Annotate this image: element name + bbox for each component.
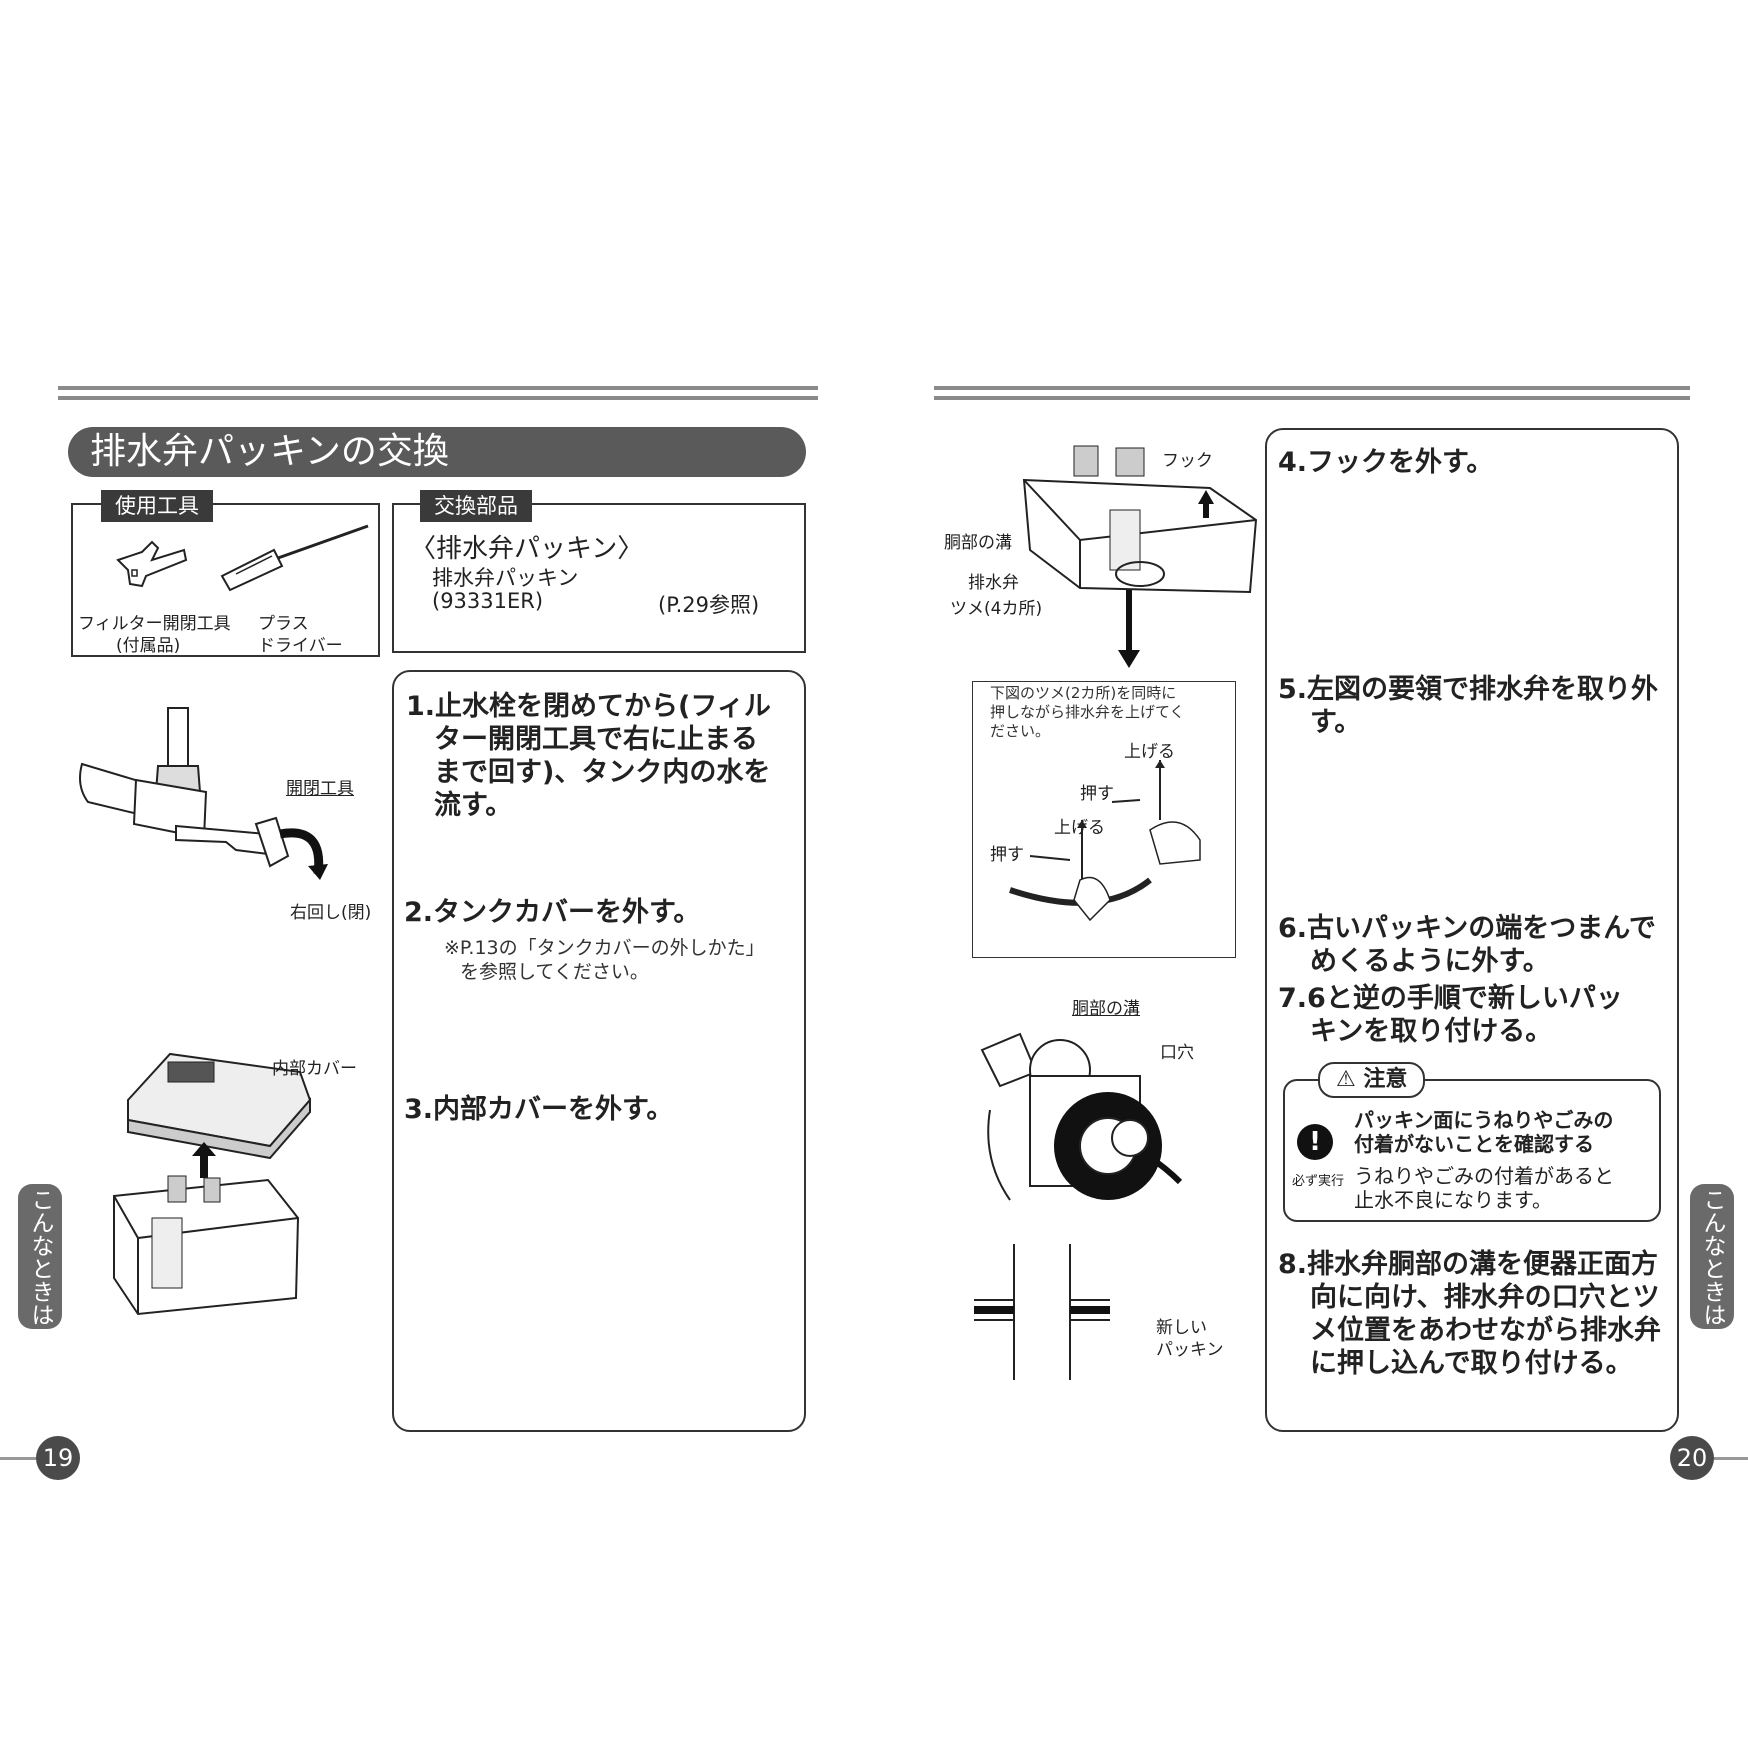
page-line-left bbox=[0, 1457, 40, 1460]
step-2-note: ※P.13の「タンクカバーの外しかた」 を参照してください。 bbox=[444, 937, 765, 983]
top-rule-left bbox=[58, 386, 818, 390]
down-arrow-icon bbox=[1118, 590, 1140, 668]
parts-ref: (P.29参照) bbox=[658, 593, 760, 617]
page-number-left: 19 bbox=[36, 1436, 80, 1480]
mandatory-label: 必ず実行 bbox=[1292, 1174, 1345, 1189]
step-1: 1.止水栓を閉めてから(フィル ター開閉工具で右に止まる まで回す)、タンク内の… bbox=[406, 691, 771, 821]
tank-illustration-left bbox=[113, 1175, 300, 1316]
step-2: 2.タンクカバーを外す。 bbox=[404, 897, 701, 928]
packing-removal-illustration bbox=[980, 1032, 1183, 1201]
warning-triangle-icon: ⚠ bbox=[1336, 1067, 1356, 1092]
label-hook: フック bbox=[1162, 451, 1213, 471]
step-5: 5.左図の要領で排水弁を取り外 す。 bbox=[1278, 674, 1659, 738]
tool1-label-2: (付属品) bbox=[116, 636, 181, 656]
section-title: 排水弁パッキンの交換 bbox=[68, 427, 806, 477]
tool2-label-2: ドライバー bbox=[258, 636, 343, 656]
filter-tool-icon bbox=[116, 540, 188, 588]
steps-box-left bbox=[392, 670, 806, 1432]
screwdriver-icon bbox=[220, 524, 369, 592]
caution-box bbox=[1283, 1079, 1661, 1222]
label-tool: 開閉工具 bbox=[286, 779, 354, 799]
claw-push-illustration bbox=[1009, 760, 1201, 922]
label-mouth: 口穴 bbox=[1160, 1043, 1194, 1063]
parts-tag: 交換部品 bbox=[420, 490, 532, 522]
caution-header: ⚠ 注意 bbox=[1318, 1062, 1426, 1098]
mandatory-icon: ! bbox=[1297, 1124, 1333, 1160]
tools-tag: 使用工具 bbox=[101, 490, 213, 522]
label-groove-2: 胴部の溝 bbox=[1072, 999, 1140, 1019]
page-line-right bbox=[1710, 1457, 1748, 1460]
label-push-1: 押す bbox=[1080, 784, 1114, 804]
top-rule-right bbox=[934, 386, 1690, 390]
caution-bold: パッキン面にうねりやごみの 付着がないことを確認する bbox=[1354, 1108, 1614, 1156]
up-arrow-icon bbox=[192, 1142, 216, 1178]
caution-text: うねりやごみの付着があると 止水不良になります。 bbox=[1354, 1164, 1614, 1212]
parts-code: (93331ER) bbox=[432, 589, 544, 613]
parts-heading: 〈排水弁パッキン〉 bbox=[410, 534, 644, 564]
inner-cover-illustration bbox=[127, 1052, 312, 1160]
label-turn: 右回し(閉) bbox=[290, 903, 372, 923]
tool2-label-1: プラス bbox=[258, 614, 309, 634]
label-lift-2: 上げる bbox=[1054, 818, 1105, 838]
inset-box bbox=[972, 681, 1236, 958]
tools-box bbox=[71, 503, 380, 657]
parts-box bbox=[392, 503, 806, 653]
inset-text: 下図のツメ(2カ所)を同時に 押しながら排水弁を上げてく ださい。 bbox=[990, 684, 1185, 740]
label-new-packing-2: パッキン bbox=[1156, 1340, 1224, 1360]
label-lift-1: 上げる bbox=[1124, 742, 1175, 762]
tank-hook-illustration bbox=[1022, 445, 1258, 594]
step-3: 3.内部カバーを外す。 bbox=[404, 1094, 674, 1125]
parts-name: 排水弁パッキン bbox=[432, 566, 579, 590]
label-inner-cover: 内部カバー bbox=[272, 1059, 357, 1079]
steps-box-right bbox=[1265, 428, 1679, 1432]
step-4: 4.フックを外す。 bbox=[1278, 447, 1494, 478]
label-groove: 胴部の溝 bbox=[944, 533, 1012, 553]
side-tab-right[interactable]: こんなときは bbox=[1690, 1184, 1734, 1329]
label-claw: ツメ(4カ所) bbox=[950, 599, 1043, 619]
label-push-2: 押す bbox=[990, 845, 1024, 865]
top-rule-left-2 bbox=[58, 396, 818, 400]
new-packing-section bbox=[974, 1244, 1110, 1380]
step-6: 6.古いパッキンの端をつまんで めくるように外す。 bbox=[1278, 913, 1656, 977]
label-new-packing-1: 新しい bbox=[1156, 1318, 1207, 1338]
stop-valve-illustration bbox=[79, 707, 328, 880]
tool1-label-1: フィルター開閉工具 bbox=[78, 614, 231, 634]
page-number-right: 20 bbox=[1670, 1436, 1714, 1480]
step-7: 7.6と逆の手順で新しいパッ キンを取り付ける。 bbox=[1278, 983, 1623, 1047]
step-8: 8.排水弁胴部の溝を便器正面方 向に向け、排水弁の口穴とツ メ位置をあわせながら… bbox=[1278, 1249, 1661, 1379]
top-rule-right-2 bbox=[934, 396, 1690, 400]
label-valve: 排水弁 bbox=[968, 573, 1019, 593]
side-tab-left[interactable]: こんなときは bbox=[18, 1184, 62, 1329]
